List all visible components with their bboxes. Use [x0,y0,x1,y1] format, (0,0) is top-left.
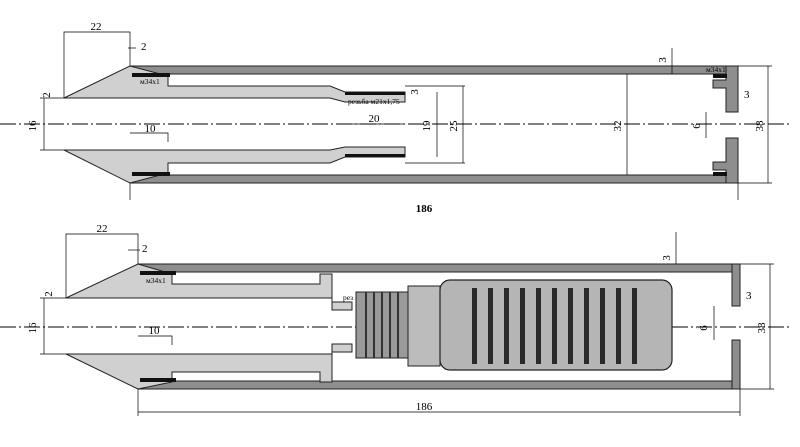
bottom-label-3a: 3 [661,255,673,261]
bottom-label-3b: 3 [746,290,752,302]
top-tube-lower-wall [129,174,739,184]
top-thread-strip-1 [132,73,170,77]
top-label-6: 6 [691,123,703,129]
top-thread-strip-3 [345,92,405,95]
bottom-label-22: 22 [97,223,108,235]
top-label-thread-c: резьба м21х1,75 [348,97,400,106]
top-dim-22-line [63,31,131,98]
bottom-label-10: 10 [149,325,161,337]
top-label-32: 32 [612,121,624,132]
top-label-186: 186 [416,203,433,215]
top-label-thread-b: м34х1 [706,65,726,74]
bottom-dim-10-line [138,335,173,345]
top-label-38: 38 [754,120,766,132]
bottom-dim-22-line [65,233,139,298]
top-label-22: 22 [91,21,102,33]
top-label-3b: 3 [657,57,669,63]
muffler-thread-ridges [365,292,399,358]
bottom-end-cap-lower [731,339,741,390]
top-label-16: 16 [27,120,39,132]
top-assembly: 22 2 2 16 м34х1 м34х1 резьба м21х1,75 3 … [0,21,790,215]
bottom-end-cap-upper [731,263,741,307]
top-end-cap-upper [712,65,739,113]
bottom-label-6: 6 [698,325,710,331]
top-label-10: 10 [145,123,157,135]
top-label-2a: 2 [141,41,147,53]
top-thread-strip-6 [713,172,727,176]
top-label-3a: 3 [409,89,421,95]
top-thread-strip-2 [132,172,170,176]
bottom-label-38: 38 [756,322,768,334]
top-end-cap-lower [712,137,739,184]
bottom-tube-lower-wall [137,380,741,390]
bottom-label-thread-c: рез [343,293,353,302]
top-dim-10-line [130,132,169,142]
top-label-2b: 2 [41,92,53,98]
top-label-thread-a: м34х1 [140,77,160,86]
bottom-label-2b: 2 [43,291,55,297]
top-label-20: 20 [369,113,381,125]
bottom-assembly: 22 2 2 16 м34х1 рез 10 3 3 6 38 186 [0,223,790,416]
muffler-hex-nut [407,285,441,367]
bottom-label-16: 16 [27,322,39,334]
top-thread-strip-4 [345,154,405,157]
bottom-label-thread-a: м34х1 [146,276,166,285]
bottom-label-2a: 2 [142,243,148,255]
bottom-label-186: 186 [416,401,433,413]
muffler-slots [472,288,637,364]
top-tube-upper-wall [129,65,739,75]
bottom-thread-strip-1 [140,271,176,275]
bottom-thread-strip-2 [140,378,176,382]
top-label-25: 25 [448,120,460,132]
bottom-tube-upper-wall [137,263,741,273]
top-label-3c: 3 [744,89,750,101]
top-thread-strip-5 [713,74,727,78]
top-label-19: 19 [421,120,433,132]
